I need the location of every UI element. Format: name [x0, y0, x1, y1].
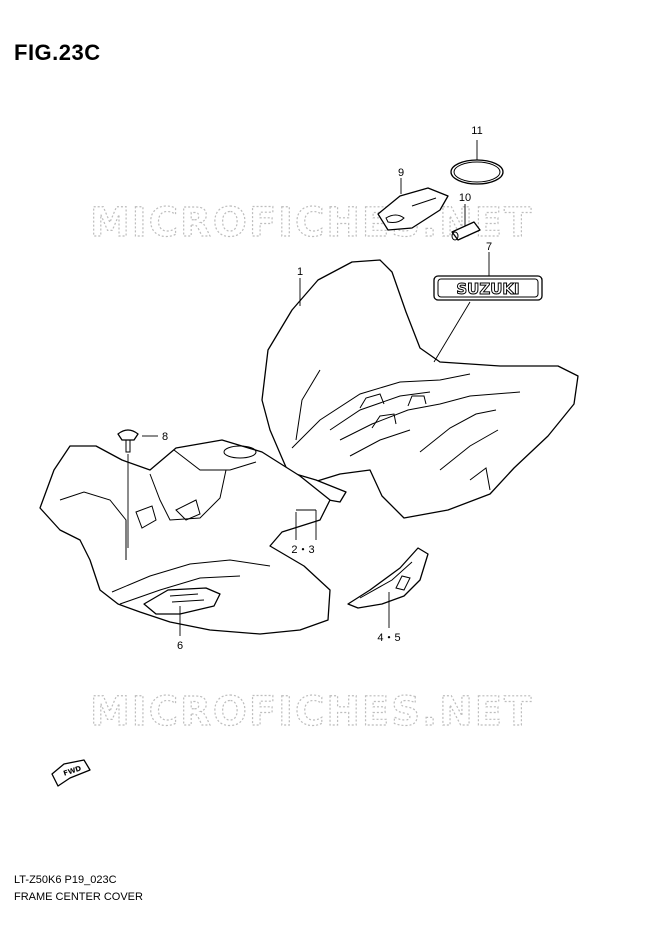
callout-1: 1 — [297, 266, 303, 278]
callout-4-5: 4・5 — [377, 632, 400, 644]
callout-11: 11 — [471, 125, 482, 137]
callout-10: 10 — [459, 192, 471, 204]
figure-code: LT-Z50K6 P19_023C — [14, 874, 117, 886]
part-1-rear-fender — [261, 259, 579, 519]
part-9-cushion — [377, 187, 449, 231]
part-6-front-fender — [39, 439, 331, 635]
part-4-5-side-decal — [347, 547, 429, 609]
emblem-text: SUZUKI — [456, 280, 519, 298]
callout-9: 9 — [398, 167, 404, 179]
figure-title: FIG.23C — [14, 40, 101, 65]
part-8-clip — [117, 429, 139, 453]
part-10-tube — [451, 221, 481, 241]
fwd-arrow-icon: FWD — [51, 759, 91, 787]
watermark-top: MICROFICHES.NET — [90, 200, 533, 246]
part-11-o-ring — [450, 159, 504, 185]
leader-lines — [127, 140, 490, 636]
callout-6: 6 — [177, 640, 183, 652]
callout-7: 7 — [486, 241, 492, 253]
watermark-bottom: MICROFICHES.NET — [90, 689, 533, 735]
callout-8: 8 — [162, 431, 168, 443]
figure-name: FRAME CENTER COVER — [14, 891, 143, 903]
part-7-emblem: SUZUKI — [433, 275, 543, 301]
callout-2-3: 2・3 — [291, 544, 314, 556]
